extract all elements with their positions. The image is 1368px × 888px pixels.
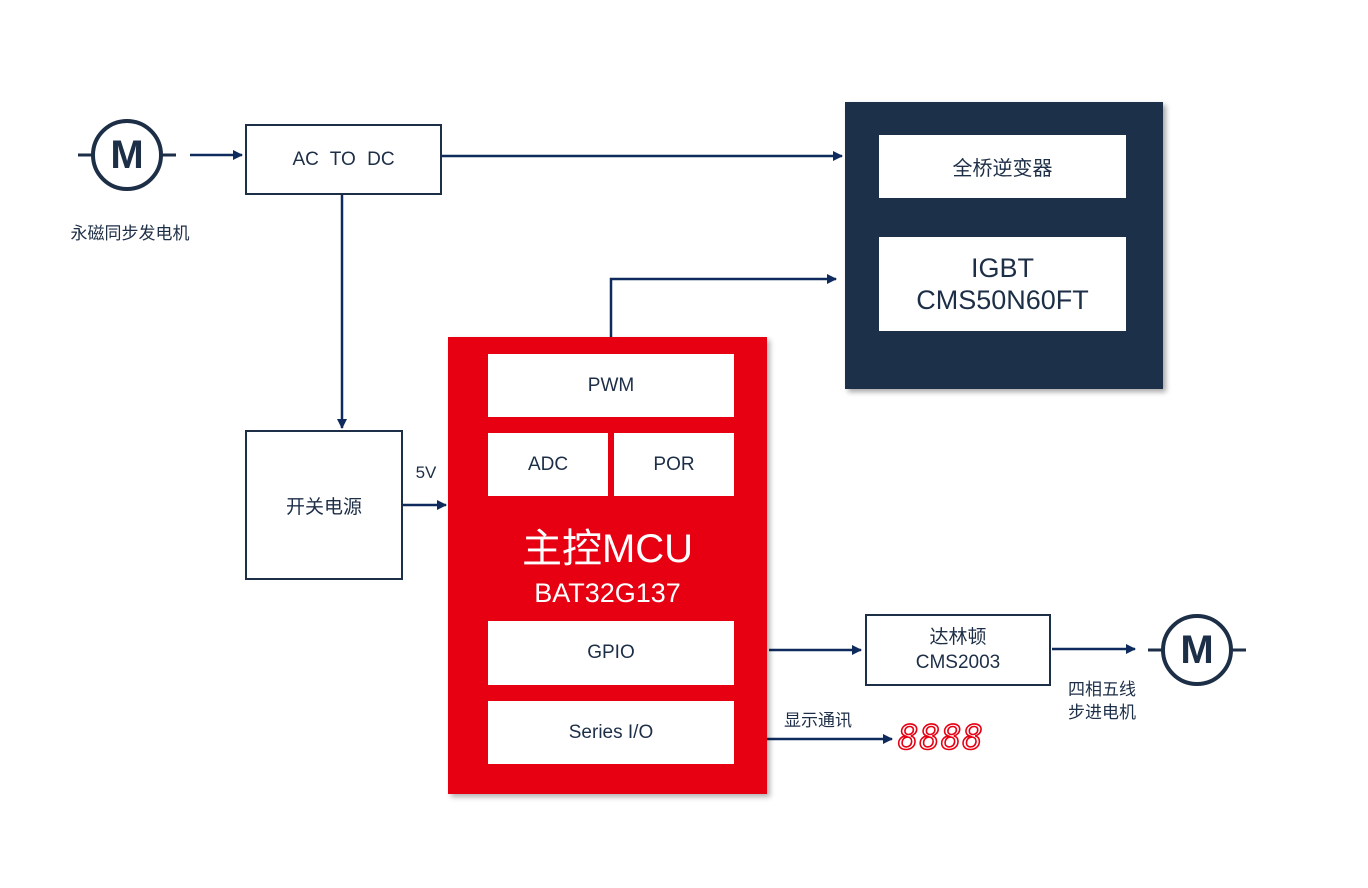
stepper-symbol: M — [1180, 628, 1214, 672]
pwm-label: PWM — [587, 374, 635, 396]
gpio-box: GPIO — [488, 621, 734, 685]
display-comm-label: 显示通讯 — [784, 711, 852, 730]
switch-power-supply-box: 开关电源 — [245, 430, 403, 580]
igbt-box: IGBT CMS50N60FT — [879, 237, 1126, 331]
darlington-label: 达林顿 — [929, 627, 987, 648]
series-io-box: Series I/O — [488, 701, 734, 764]
arrow-pwm-to-igbt — [609, 274, 837, 337]
stepper-motor-icon: M — [1148, 613, 1246, 687]
ac-dc-converter-box: AC TO DC — [245, 124, 442, 195]
generator-label: 永磁同步发电机 — [70, 224, 190, 243]
mcu-part-number: BAT32G137 — [534, 578, 681, 608]
igbt-label: IGBT — [970, 253, 1034, 283]
full-bridge-inverter-label: 全桥逆变器 — [952, 158, 1053, 180]
por-box: POR — [614, 433, 734, 496]
generator-symbol: M — [110, 133, 144, 177]
stepper-label-line1: 四相五线 — [1068, 680, 1136, 699]
darlington-box: 达林顿 CMS2003 — [865, 614, 1051, 686]
gpio-label: GPIO — [587, 642, 635, 663]
adc-box: ADC — [488, 433, 608, 496]
ac-dc-label: AC TO DC — [292, 148, 395, 170]
voltage-label: 5V — [415, 463, 437, 482]
adc-label: ADC — [527, 453, 569, 475]
seven-segment-display: 8888 — [897, 717, 984, 759]
por-label: POR — [653, 453, 695, 475]
igbt-part-label: CMS50N60FT — [916, 285, 1089, 315]
stepper-label-line2: 步进电机 — [1068, 703, 1136, 722]
full-bridge-inverter-box: 全桥逆变器 — [879, 135, 1126, 198]
mcu-title: 主控MCU — [521, 527, 694, 571]
switch-power-supply-label: 开关电源 — [285, 496, 362, 518]
series-io-label: Series I/O — [568, 721, 654, 743]
darlington-part-label: CMS2003 — [915, 652, 1001, 673]
generator-motor-icon: M — [78, 118, 176, 192]
pwm-box: PWM — [488, 354, 734, 417]
